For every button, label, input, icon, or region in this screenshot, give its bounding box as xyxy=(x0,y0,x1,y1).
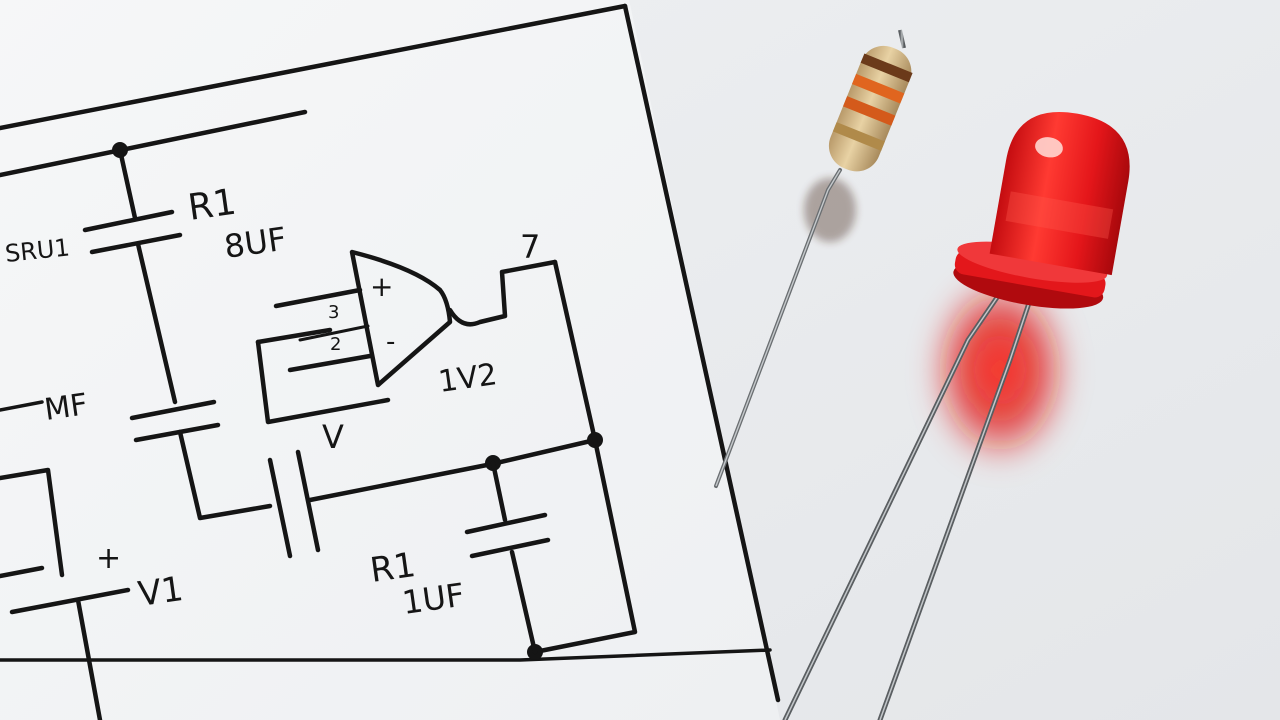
wire xyxy=(0,400,44,412)
opamp-input-wire xyxy=(273,287,363,309)
label-r1-bottom: R1 xyxy=(368,545,418,591)
label-pin-7: 7 xyxy=(520,228,540,266)
label-pin-b: 2 xyxy=(330,334,341,355)
capacitor-plate xyxy=(267,457,293,559)
label-left-mid: MF xyxy=(42,387,90,428)
frame-bottom-line xyxy=(0,648,772,662)
frame-top-line xyxy=(0,3,628,131)
label-cap-value-top: 8UF xyxy=(222,220,289,266)
capacitor-plate xyxy=(133,422,221,443)
wire xyxy=(177,429,273,521)
opamp-input-wire xyxy=(287,353,373,373)
led-glow xyxy=(930,275,1070,465)
feedback-wire xyxy=(255,327,333,345)
label-opamp-minus: - xyxy=(386,327,395,357)
schematic-labels: R1 8UF SRU1 MF + - 3 2 1V2 V 7 + V1 R1 1… xyxy=(4,182,541,622)
capacitor-plate xyxy=(82,209,175,233)
wire xyxy=(509,549,538,655)
led-component xyxy=(782,112,1130,720)
frame-right-line xyxy=(622,3,781,703)
label-opamp-plus: + xyxy=(370,270,393,303)
circuit-schematic xyxy=(0,3,781,720)
battery-plate xyxy=(9,587,131,615)
label-left-scribble: SRU1 xyxy=(4,233,71,268)
capacitor-plate xyxy=(464,512,548,535)
resistor-component xyxy=(714,29,913,488)
feedback-wire xyxy=(255,339,391,425)
led-dome xyxy=(989,112,1130,276)
capacitor-plate xyxy=(129,399,217,421)
opamp-output-wire xyxy=(447,259,558,327)
led-lead-right-highlight xyxy=(879,299,1031,720)
wire xyxy=(0,467,65,578)
label-pin-a: 3 xyxy=(328,302,339,323)
resistor-body xyxy=(828,45,913,172)
resistor-band xyxy=(843,96,896,126)
wire xyxy=(135,241,178,405)
resistor-band xyxy=(852,73,905,104)
label-v1: V1 xyxy=(136,569,186,615)
capacitor-plate xyxy=(469,537,551,559)
label-v-mark: V xyxy=(322,418,344,456)
label-cap-value-bottom: 1UF xyxy=(400,576,467,622)
label-r1-top: R1 xyxy=(186,182,239,229)
resistor-shadow xyxy=(804,178,856,242)
wire xyxy=(532,259,638,655)
resistor-lead-highlight xyxy=(715,169,841,487)
paper-sheet xyxy=(0,0,780,720)
resistor-band xyxy=(860,53,913,83)
led-lead-left-highlight xyxy=(784,295,999,720)
top-rail-wire xyxy=(0,109,308,178)
resistor-band xyxy=(832,122,885,151)
label-opamp-value: 1V2 xyxy=(436,357,499,400)
wire xyxy=(117,147,138,221)
opamp-input-wire xyxy=(298,324,370,342)
wire xyxy=(75,597,103,720)
wire xyxy=(490,460,508,523)
label-battery-plus: + xyxy=(96,541,121,576)
battery-plate xyxy=(0,565,45,579)
resistor-lead-top xyxy=(898,29,906,49)
opamp-triangle xyxy=(349,249,453,388)
led-highlight xyxy=(1035,137,1063,158)
